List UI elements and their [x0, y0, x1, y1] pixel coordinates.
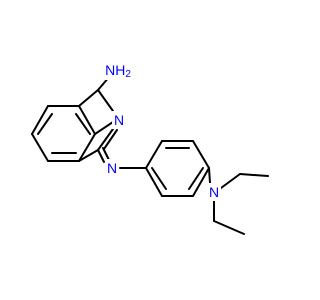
- ring-inner-bond: [103, 129, 118, 150]
- benzo-bond: [31, 133, 49, 162]
- atom-labels: NH2 N N N: [105, 60, 221, 201]
- phenyl-bond: [145, 140, 163, 169]
- ethyl-bond: [213, 220, 245, 235]
- diethylamino-nitrogen-label: N: [209, 184, 219, 200]
- imine-bond: [97, 149, 105, 163]
- ethyl-bond: [239, 173, 269, 177]
- h-count-subscript: 2: [125, 69, 131, 80]
- phenyl-inner-bond: [151, 167, 167, 190]
- phenyl-bond: [145, 167, 163, 197]
- phenyl-bond: [192, 140, 210, 169]
- ring-bond: [78, 89, 99, 107]
- benzo-bond: [78, 133, 96, 162]
- nh2-amine-label: NH2: [105, 62, 131, 80]
- n-aryl-bond: [208, 167, 211, 184]
- benzo-inner-bond: [75, 113, 91, 135]
- benzo-bond: [31, 105, 49, 135]
- nh-text: NH: [105, 62, 125, 78]
- ring-nitrogen-label: N: [114, 112, 124, 128]
- bond-lines: [31, 75, 269, 235]
- phenyl-inner-bond: [188, 167, 204, 190]
- imine-inner-bond: [102, 147, 110, 161]
- ethyl-bond: [220, 173, 241, 189]
- benzo-bond: [78, 105, 96, 135]
- ring-bond: [97, 89, 114, 112]
- imine-nitrogen-label: N: [107, 160, 117, 176]
- molecule-structure-diagram: NH2 N N N: [31, 60, 269, 235]
- ring-bond: [78, 149, 99, 162]
- ring-bond: [97, 128, 114, 151]
- benzo-inner-bond: [37, 113, 53, 135]
- phenyl-bond: [192, 167, 210, 197]
